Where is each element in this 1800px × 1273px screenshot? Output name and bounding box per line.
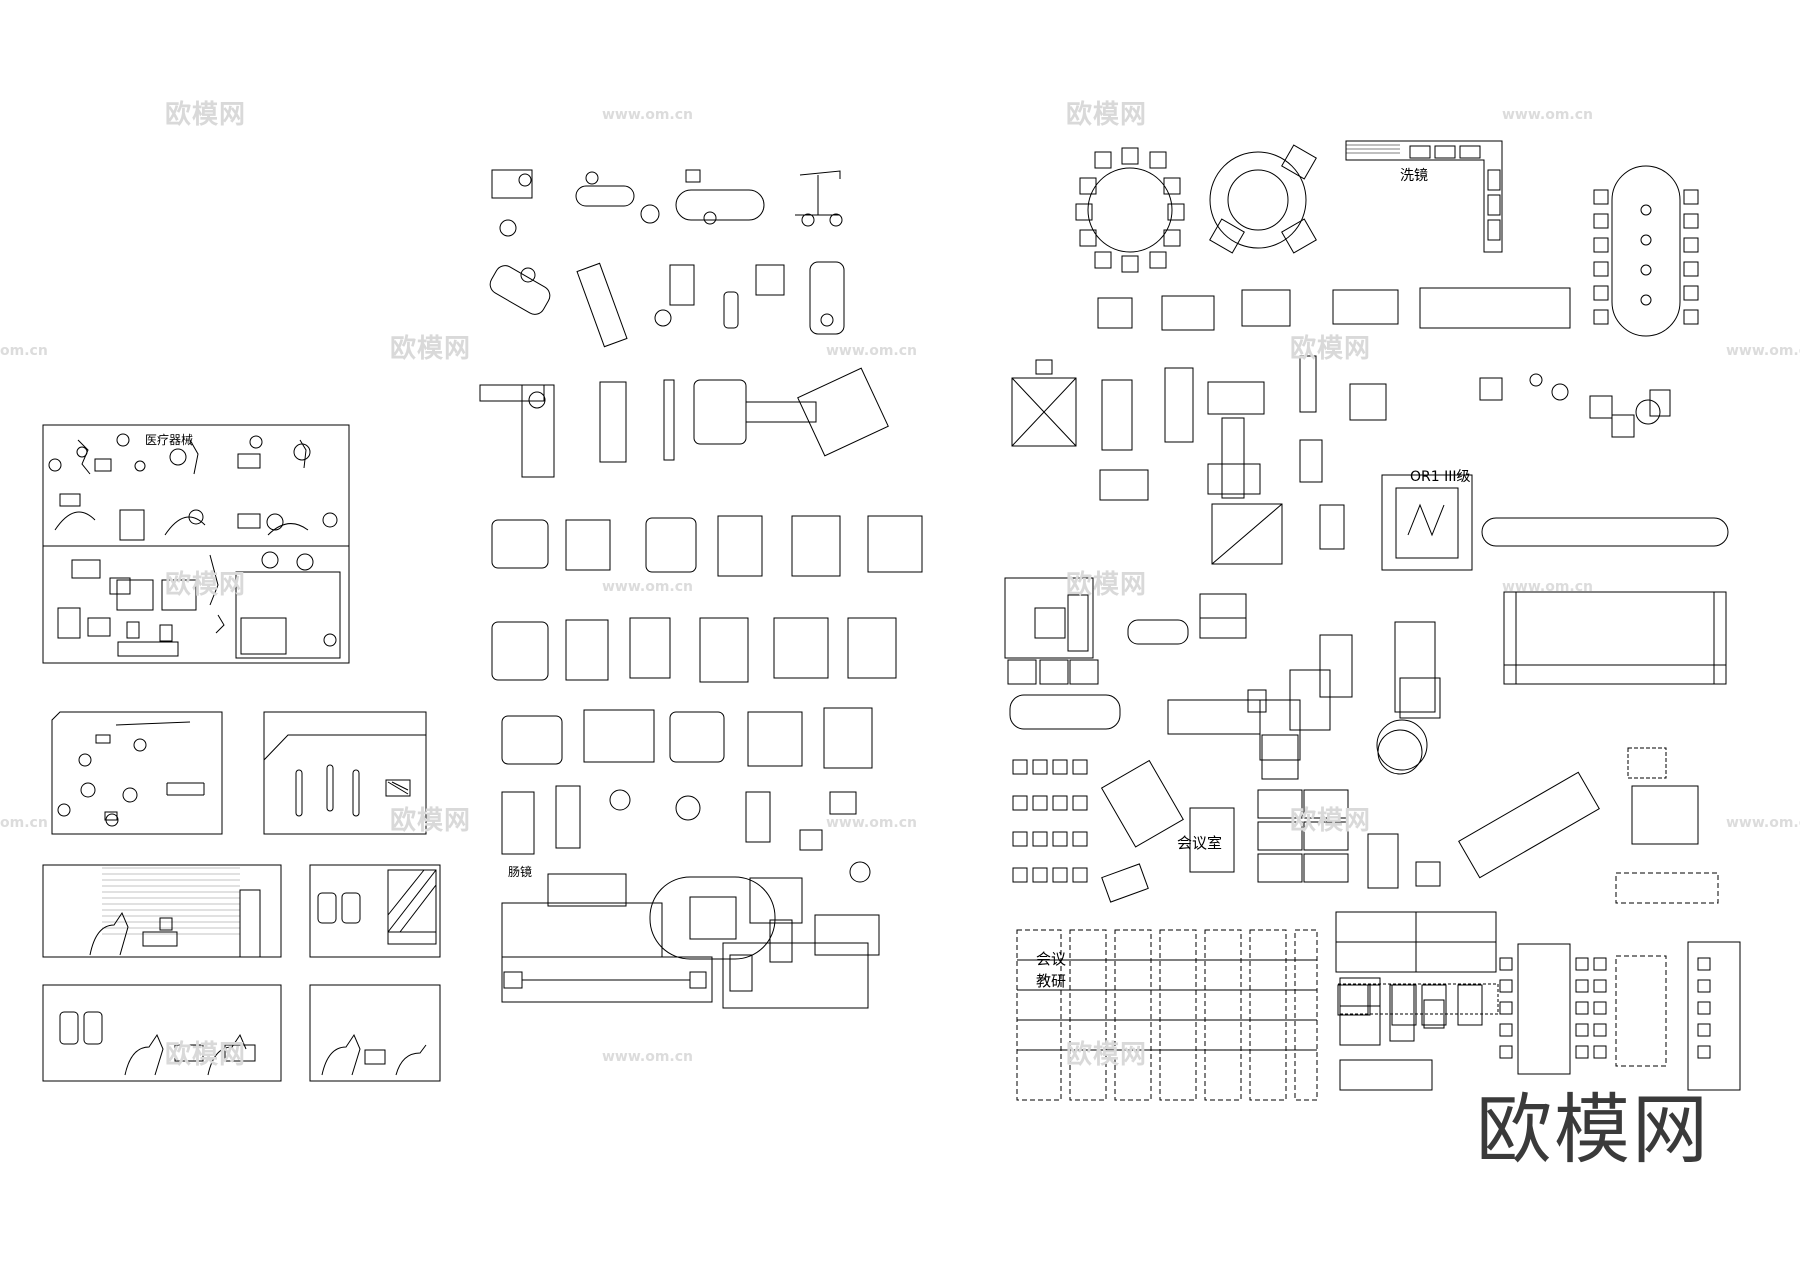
- watermark-cn-1: 欧模网: [165, 100, 247, 130]
- label-or1-level: OR1 III级: [1410, 469, 1471, 485]
- medical-equipment-panel: [42, 424, 350, 664]
- clinic-elevation-4: [309, 984, 441, 1082]
- watermark-url-edge-1: om.cn: [0, 343, 48, 359]
- furniture-library: [1004, 140, 1741, 1101]
- watermark-url-5: www.om.cn: [602, 579, 694, 595]
- watermark-cn-9: 欧模网: [165, 1040, 247, 1070]
- label-medical-equipment: 医疗器械: [145, 433, 194, 447]
- watermark-cn-10: 欧模网: [1066, 1040, 1148, 1070]
- label-endoscope: 肠镜: [508, 865, 533, 879]
- label-meeting-teaching-1: 会议: [1036, 950, 1067, 968]
- clinic-elevation-3: [42, 984, 282, 1082]
- watermark-url-3: www.om.cn: [826, 343, 918, 359]
- dental-chair-row-1: [48, 433, 338, 541]
- watermark-url-8: www.om.cn: [1726, 815, 1800, 831]
- watermark-url-7: www.om.cn: [826, 815, 918, 831]
- watermark-url-1: www.om.cn: [602, 107, 694, 123]
- watermark-cn-7: 欧模网: [390, 806, 472, 836]
- watermark-cn-8: 欧模网: [1290, 806, 1372, 836]
- watermark-url-2: www.om.cn: [1502, 107, 1594, 123]
- watermark-cn-3: 欧模网: [390, 334, 472, 364]
- watermark-cn-2: 欧模网: [1066, 100, 1148, 130]
- watermark-cn-6: 欧模网: [1066, 570, 1148, 600]
- watermark-cn-4: 欧模网: [1290, 334, 1372, 364]
- clinic-elevation-1: [42, 864, 282, 958]
- watermark-url-6: www.om.cn: [1502, 579, 1594, 595]
- label-meeting-room: 会议室: [1177, 834, 1223, 852]
- watermark-url-9: www.om.cn: [602, 1049, 694, 1065]
- clinic-plan-1: [51, 711, 223, 835]
- watermark-cn-5: 欧模网: [165, 570, 247, 600]
- clinic-plan-2: [263, 711, 427, 835]
- dental-chair-row-2: [57, 551, 341, 659]
- watermark-url-edge-2: om.cn: [0, 815, 48, 831]
- brand-logo: 欧模网: [1476, 1085, 1710, 1174]
- label-meeting-teaching-2: 教研: [1036, 972, 1067, 990]
- watermark-url-4: www.om.cn: [1726, 343, 1800, 359]
- equipment-library: [479, 169, 923, 1009]
- clinic-elevation-2: [309, 864, 441, 958]
- label-mirror-wash: 洗镜: [1400, 168, 1428, 184]
